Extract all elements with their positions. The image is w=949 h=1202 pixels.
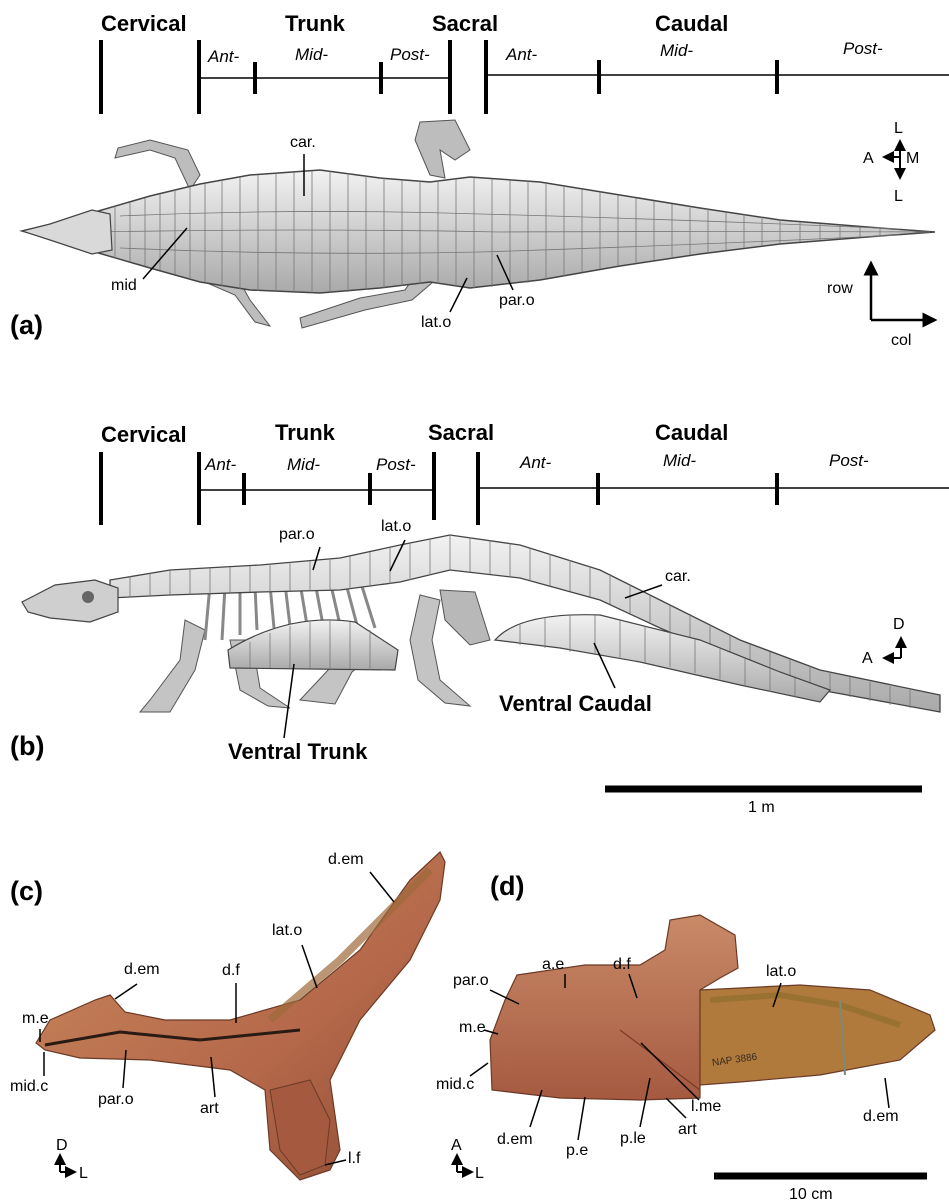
trunk-mid-label-b: Mid- xyxy=(287,455,320,474)
annotation-par-o-d: par.o xyxy=(453,972,489,989)
panel-c-label: (c) xyxy=(10,876,43,906)
ventral-trunk-label: Ventral Trunk xyxy=(228,739,368,764)
annotation-lat-o-c: lat.o xyxy=(272,922,302,939)
svg-text:col: col xyxy=(891,332,911,349)
orientation-compass-a: L A M L xyxy=(863,120,919,205)
caudal-ant-label-b: Ant- xyxy=(519,453,552,472)
annotation-par-o-a: par.o xyxy=(499,292,535,309)
annotation-mid-a: mid xyxy=(111,277,137,294)
annotation-art-c: art xyxy=(200,1100,219,1117)
svg-text:M: M xyxy=(906,150,919,167)
svg-text:A: A xyxy=(862,650,873,667)
trunk-post-label: Post- xyxy=(390,45,430,64)
scale-label-10cm: 10 cm xyxy=(789,1186,833,1202)
region-cervical-label-b: Cervical xyxy=(101,422,187,447)
panel-b-label: (b) xyxy=(10,731,44,761)
annotation-p-e-d: p.e xyxy=(566,1142,588,1159)
panel-c: (c) d.em lat.o d.em d.f m.e mid.c par.o … xyxy=(10,851,445,1182)
caudal-ant-label: Ant- xyxy=(505,45,538,64)
annotation-d-em-right-d: d.em xyxy=(863,1108,899,1125)
annotation-l-f-c: l.f xyxy=(348,1150,361,1167)
panel-d-label: (d) xyxy=(490,871,524,901)
region-sacral-label-b: Sacral xyxy=(428,420,494,445)
panel-d: (d) NAP 3886 a.e d.f par.o lat.o m.e mid… xyxy=(436,871,935,1202)
svg-text:A: A xyxy=(451,1137,462,1154)
annotation-d-f-c: d.f xyxy=(222,962,240,979)
annotation-d-f-d: d.f xyxy=(613,956,631,973)
annotation-mid-c-d: mid.c xyxy=(436,1076,474,1093)
panel-a-label: (a) xyxy=(10,310,43,340)
region-trunk-label: Trunk xyxy=(285,11,346,36)
dorsal-skeleton-illustration xyxy=(22,120,935,328)
trunk-post-label-b: Post- xyxy=(376,455,416,474)
annotation-m-e-c: m.e xyxy=(22,1010,49,1027)
caudal-post-label-b: Post- xyxy=(829,451,869,470)
svg-text:L: L xyxy=(475,1165,484,1182)
annotation-lat-o-b: lat.o xyxy=(381,518,411,535)
leader-d-em-c xyxy=(115,984,137,999)
leader-d-em-right-d xyxy=(885,1078,889,1108)
orientation-compass-c: D L xyxy=(56,1137,88,1182)
svg-text:L: L xyxy=(894,188,903,205)
region-sacral-label: Sacral xyxy=(432,11,498,36)
annotation-d-em-d: d.em xyxy=(497,1131,533,1148)
trunk-ant-label-b: Ant- xyxy=(204,455,237,474)
annotation-mid-c-c: mid.c xyxy=(10,1078,48,1095)
trunk-ant-label: Ant- xyxy=(207,47,240,66)
annotation-par-o-c: par.o xyxy=(98,1091,134,1108)
caudal-mid-label-b: Mid- xyxy=(663,451,696,470)
leader-art-d xyxy=(666,1098,686,1118)
trunk-mid-label: Mid- xyxy=(295,45,328,64)
ventral-caudal-label: Ventral Caudal xyxy=(499,691,652,716)
annotation-car-a: car. xyxy=(290,134,316,151)
row-col-axes: row col xyxy=(827,263,935,349)
panel-a: Cervical Trunk Sacral Caudal Ant- Mid- P… xyxy=(10,11,949,349)
leader-ventral-trunk xyxy=(284,664,294,738)
region-trunk-label-b: Trunk xyxy=(275,420,336,445)
svg-text:A: A xyxy=(863,150,874,167)
annotation-par-o-b: par.o xyxy=(279,526,315,543)
caudal-post-label: Post- xyxy=(843,39,883,58)
caudal-mid-label: Mid- xyxy=(660,41,693,60)
annotation-p-le-d: p.le xyxy=(620,1130,646,1147)
region-cervical-label: Cervical xyxy=(101,11,187,36)
svg-text:L: L xyxy=(894,120,903,137)
annotation-m-e-d: m.e xyxy=(459,1019,486,1036)
fossil-specimen-c xyxy=(36,852,445,1180)
leader-d-em-top-c xyxy=(370,872,394,902)
region-caudal-label-b: Caudal xyxy=(655,420,728,445)
orientation-compass-b: D A xyxy=(862,616,905,667)
fossil-specimen-d: NAP 3886 xyxy=(490,915,935,1100)
svg-text:L: L xyxy=(79,1165,88,1182)
scale-label-1m: 1 m xyxy=(748,799,775,816)
region-caudal-label: Caudal xyxy=(655,11,728,36)
annotation-lat-o-a: lat.o xyxy=(421,314,451,331)
orientation-compass-d: A L xyxy=(451,1137,484,1182)
svg-text:D: D xyxy=(893,616,905,633)
annotation-lat-o-d: lat.o xyxy=(766,963,796,980)
annotation-car-b: car. xyxy=(665,568,691,585)
panel-b: Cervical Trunk Sacral Caudal Ant- Mid- P… xyxy=(10,420,949,816)
leader-mid-c-d xyxy=(470,1063,488,1076)
annotation-art-d: art xyxy=(678,1121,697,1138)
annotation-d-em-top-c: d.em xyxy=(328,851,364,868)
annotation-l-me-d: l.me xyxy=(691,1098,721,1115)
lateral-skeleton-illustration xyxy=(22,535,940,712)
leader-p-e-d xyxy=(578,1097,585,1140)
svg-text:row: row xyxy=(827,280,853,297)
annotation-a-e-d: a.e xyxy=(542,956,564,973)
annotation-d-em-c: d.em xyxy=(124,961,160,978)
svg-text:D: D xyxy=(56,1137,68,1154)
